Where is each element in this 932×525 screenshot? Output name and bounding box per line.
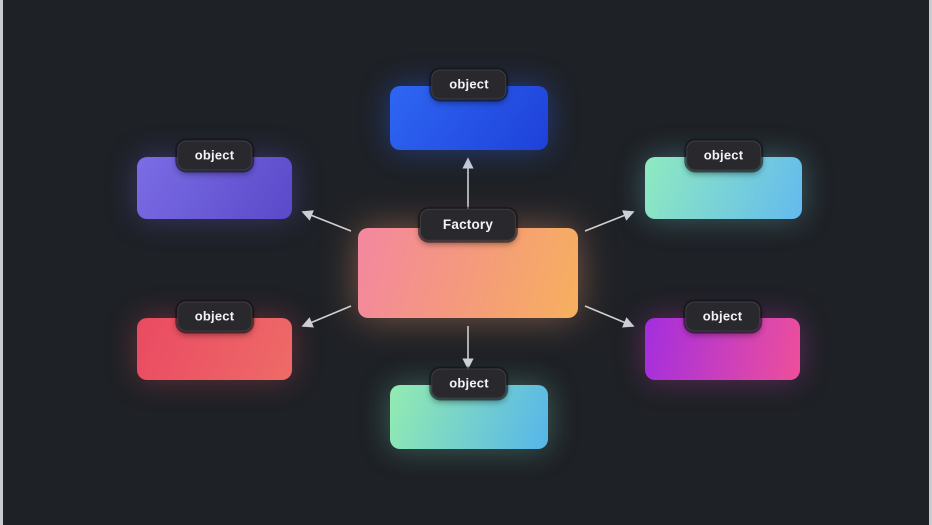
- factory-node-badge: Factory: [419, 208, 517, 241]
- object-node-bottom-right[interactable]: object: [645, 301, 800, 380]
- object-node-bottom-left-label: object: [194, 308, 235, 324]
- object-node-top-badge: object: [431, 69, 507, 100]
- object-node-bottom-label: object: [449, 375, 489, 391]
- screen-edge-left: [0, 0, 3, 525]
- object-node-bottom-left-badge: object: [176, 301, 253, 332]
- arrow-to-top-right: [584, 210, 635, 232]
- object-node-bottom-right-label: object: [702, 308, 743, 324]
- object-node-bottom-badge: object: [431, 368, 507, 399]
- factory-node-card: [358, 228, 578, 318]
- screen-edge-right: [929, 0, 932, 525]
- object-node-top[interactable]: object: [390, 69, 548, 150]
- object-node-top-right-badge: object: [685, 140, 762, 171]
- object-node-bottom-left[interactable]: object: [137, 301, 292, 380]
- arrow-to-top-left: [301, 210, 352, 232]
- object-node-bottom[interactable]: object: [390, 368, 548, 449]
- object-node-top-left-badge: object: [176, 140, 253, 171]
- object-node-top-right[interactable]: object: [645, 140, 802, 219]
- arrow-to-bottom-right: [584, 305, 635, 328]
- factory-node-label: Factory: [442, 216, 494, 232]
- object-node-top-left[interactable]: object: [137, 140, 292, 219]
- object-node-top-right-label: object: [703, 147, 744, 163]
- object-node-top-left-label: object: [194, 147, 235, 163]
- object-node-bottom-right-badge: object: [684, 301, 761, 332]
- object-node-top-label: object: [449, 76, 489, 92]
- arrow-to-bottom-left: [301, 305, 352, 328]
- factory-node[interactable]: Factory: [358, 208, 578, 318]
